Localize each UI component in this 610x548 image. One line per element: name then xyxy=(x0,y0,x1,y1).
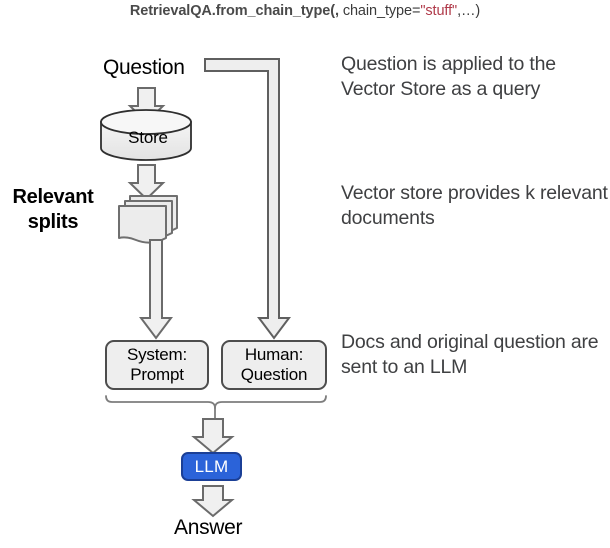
llm-box[interactable]: LLM xyxy=(181,452,242,481)
answer-label: Answer xyxy=(174,516,243,539)
code-function-name: RetrievalQA.from_chain_type(, xyxy=(129,3,339,19)
arrow-llm-to-answer xyxy=(191,485,235,518)
human-question-line1: Human: xyxy=(244,345,304,364)
system-prompt-line2: Prompt xyxy=(130,365,184,384)
arrow-documents-to-system-prompt xyxy=(139,239,173,340)
code-caption: RetrievalQA.from_chain_type(, chain_type… xyxy=(0,2,610,20)
relevant-splits-line2: splits xyxy=(27,211,79,233)
store-label: Store xyxy=(128,128,168,147)
relevant-documents-stack xyxy=(118,195,178,244)
arrow-question-to-store xyxy=(127,87,166,124)
system-prompt-box[interactable]: System: Prompt xyxy=(105,340,209,390)
prompt-brace xyxy=(105,395,327,420)
annotation-vector-store-query: Question is applied to the Vector Store … xyxy=(341,53,556,100)
human-question-line2: Question xyxy=(240,365,308,384)
system-prompt-line1: System: xyxy=(126,345,187,364)
relevant-splits-label: Relevant splits xyxy=(3,185,103,235)
human-question-box[interactable]: Human: Question xyxy=(221,340,327,390)
arrow-question-to-human-question xyxy=(204,58,291,340)
arrow-prompts-to-llm xyxy=(191,418,235,455)
code-string-literal: "stuff" xyxy=(420,3,458,19)
arrow-store-to-documents xyxy=(127,164,166,201)
relevant-splits-line1: Relevant xyxy=(12,186,94,208)
question-label: Question xyxy=(103,56,185,79)
code-argument-name: chain_type= xyxy=(338,3,421,19)
code-tail: ,…) xyxy=(457,3,481,19)
annotation-relevant-documents: Vector store provides k relevant documen… xyxy=(341,182,608,229)
annotation-sent-to-llm: Docs and original question are sent to a… xyxy=(341,331,599,378)
